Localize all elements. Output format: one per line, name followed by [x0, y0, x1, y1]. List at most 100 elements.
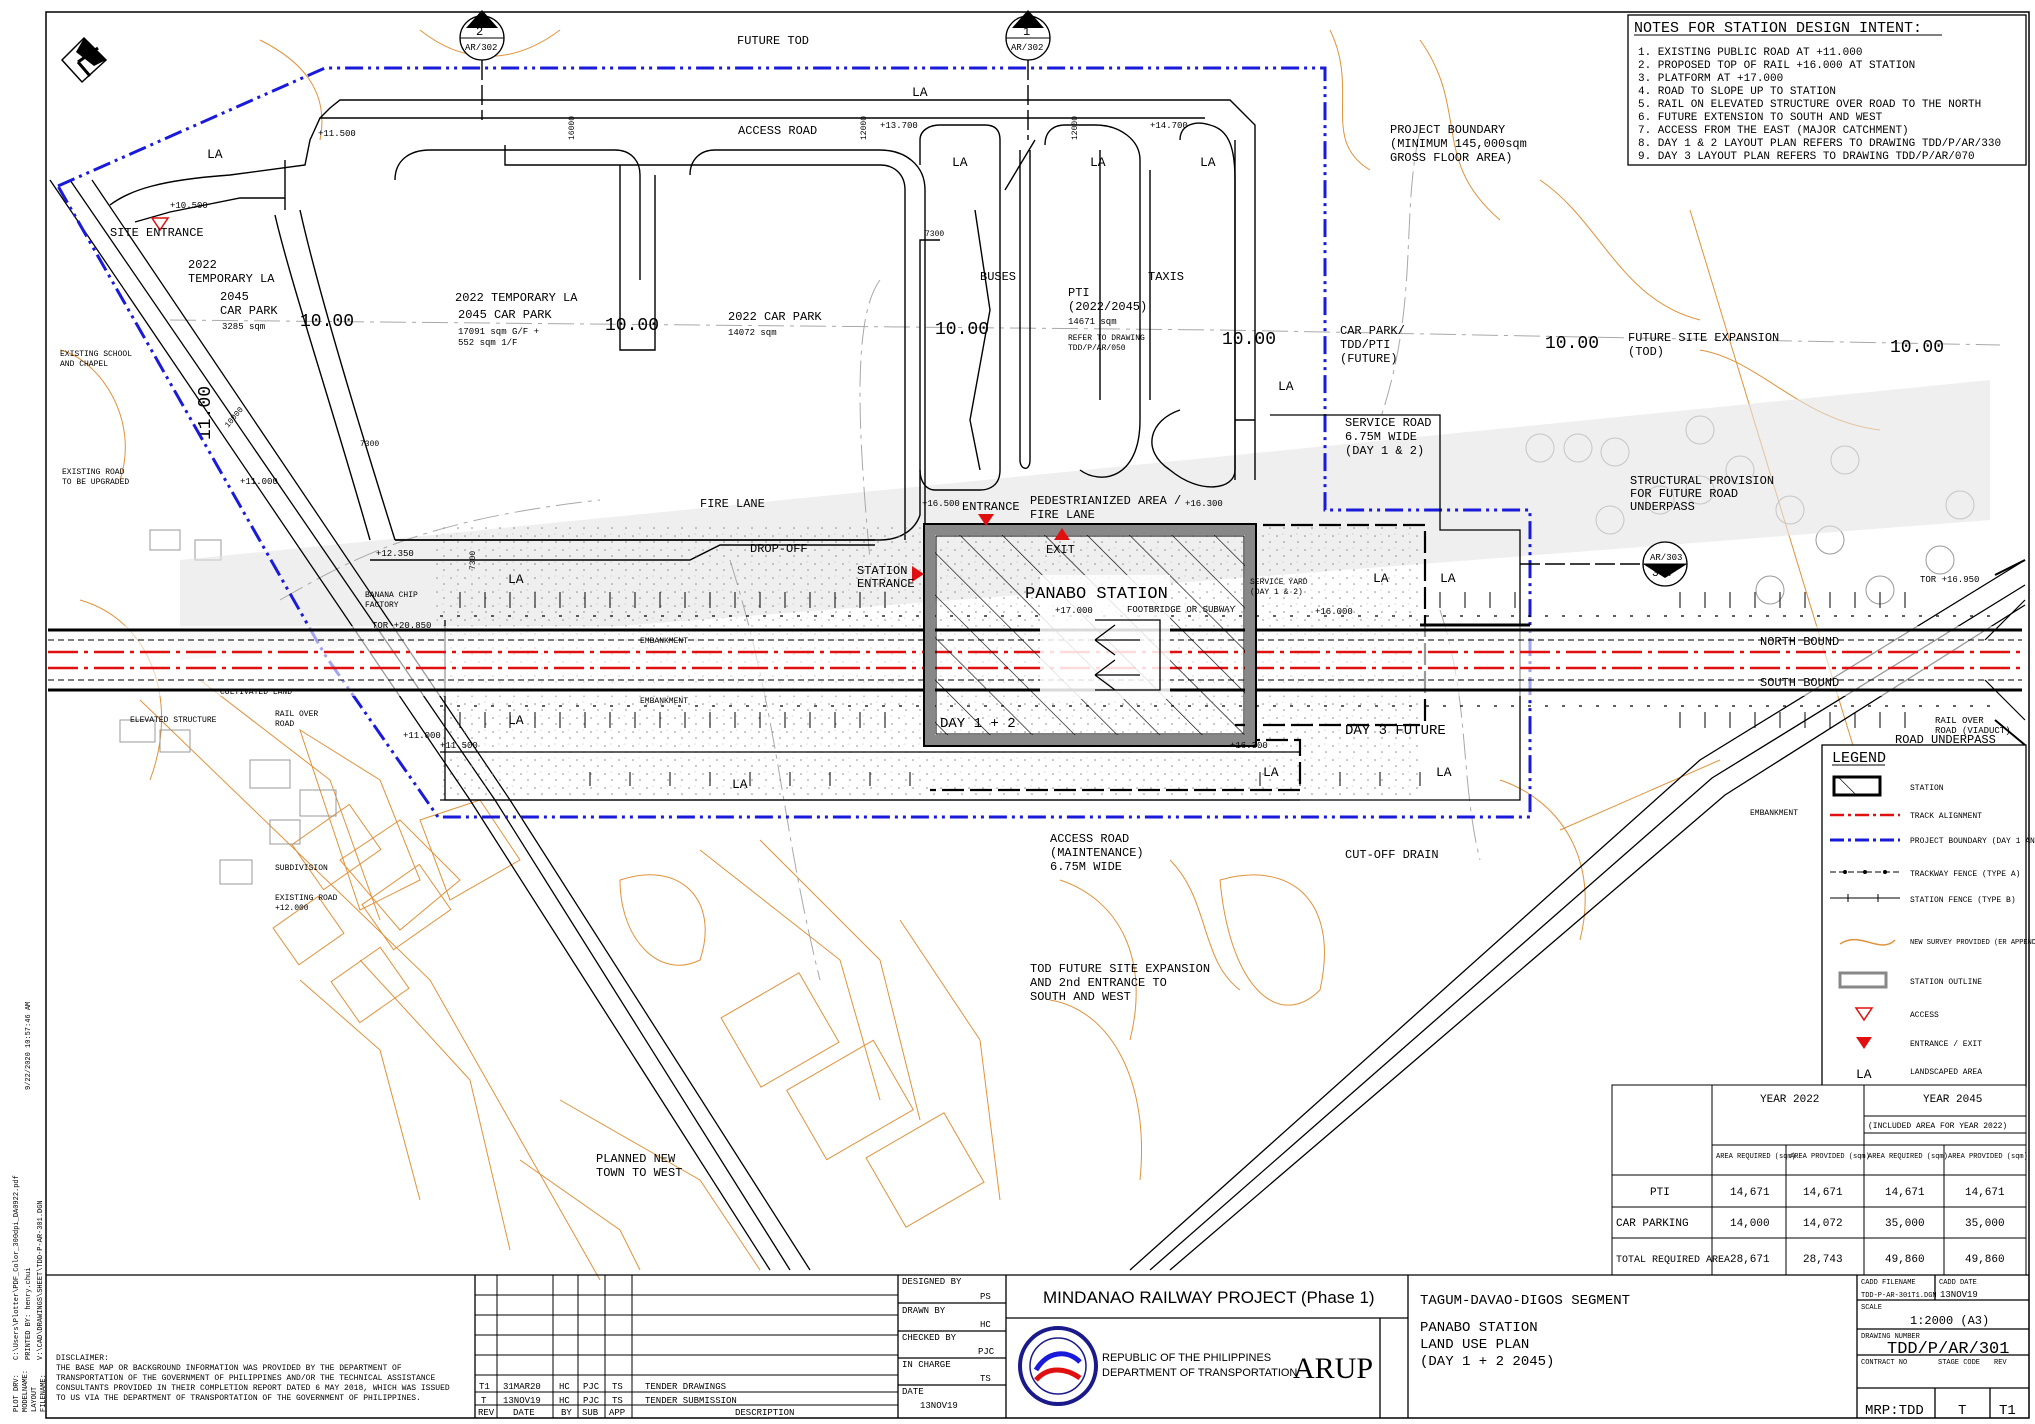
- rev-header: DATE: [513, 1408, 535, 1418]
- section-number: 1: [1023, 25, 1030, 39]
- car-park-2022-label: 2022 CAR PARK: [728, 310, 822, 324]
- structural-provision-label: UNDERPASS: [1630, 500, 1695, 514]
- legend-fence-b-icon: [1830, 894, 1900, 902]
- station-entrance-label: STATION: [857, 564, 907, 578]
- project-boundary-label: GROSS FLOOR AREA): [1390, 151, 1512, 165]
- cadd-filename: TDD-P-AR-301T1.DGN: [1861, 1292, 1937, 1300]
- in-charge-label: IN CHARGE: [902, 1360, 951, 1370]
- embankment-label: EMBANKMENT: [1750, 809, 1798, 818]
- car-park-2022-label: 14072 sqm: [728, 328, 777, 338]
- section-ref: AR/302: [1011, 43, 1043, 53]
- rev-header: REV: [478, 1408, 495, 1418]
- scale-label: SCALE: [1861, 1304, 1882, 1312]
- structural-provision-label: STRUCTURAL PROVISION: [1630, 474, 1774, 488]
- rail-over-road-label: RAIL OVER: [275, 710, 318, 719]
- rev-cell: PJC: [583, 1382, 600, 1392]
- contour-label: 10.00: [1890, 338, 1944, 358]
- table-column-header: AREA PROVIDED (sqm): [1948, 1153, 2028, 1161]
- rev-cell: T: [481, 1396, 487, 1406]
- temp-la-2-label: 2022 TEMPORARY LA: [455, 291, 578, 305]
- project-boundary: [56, 66, 1532, 819]
- revision-table-text: T1 31MAR20 HC PJC TS TENDER DRAWINGS T 1…: [478, 1382, 794, 1418]
- tor-right-label: TOR +16.950: [1920, 575, 1979, 585]
- table-cell: 14,671: [1885, 1187, 1925, 1199]
- legend-item-label: STATION: [1910, 784, 1944, 793]
- cadd-date: 13NOV19: [1940, 1290, 1978, 1300]
- legend-item-label: NEW SURVEY PROVIDED (ER APPENDIX C) FOR …: [1910, 939, 2035, 947]
- rail-over-road-label: ROAD: [275, 720, 294, 729]
- stage-value: T: [1958, 1403, 1966, 1419]
- area-table-text: YEAR 2022 YEAR 2045 (INCLUDED AREA FOR Y…: [1616, 1094, 2028, 1266]
- legend-item-label: ENTRANCE / EXIT: [1910, 1040, 1982, 1049]
- la-label: LA: [1278, 379, 1294, 394]
- entrance-label: ENTRANCE: [962, 500, 1020, 514]
- access-road-maint-label: 6.75M WIDE: [1050, 860, 1122, 874]
- table-header: YEAR 2022: [1760, 1094, 1819, 1106]
- cut-off-drain-label: CUT-OFF DRAIN: [1345, 848, 1439, 862]
- access-road-maint-label: (MAINTENANCE): [1050, 846, 1144, 860]
- table-cell: 35,000: [1885, 1218, 1925, 1230]
- temp-la-label: 3285 sqm: [222, 322, 265, 332]
- taxis-label: TAXIS: [1148, 270, 1184, 284]
- embankment-label: EMBANKMENT: [640, 697, 688, 706]
- table-cell: 14,671: [1803, 1187, 1843, 1199]
- la-label: LA: [1436, 765, 1452, 780]
- dimension-label: 7300: [360, 440, 379, 449]
- legend-station-outline-icon: [1838, 971, 1888, 989]
- notes-list: 1. EXISTING PUBLIC ROAD AT +11.000 2. PR…: [1638, 47, 2001, 163]
- contour-label: 10.00: [300, 312, 354, 332]
- notes-box: [1627, 14, 2027, 166]
- plot-info-label: FILENAME:: [40, 1374, 48, 1412]
- existing-road-upgraded-label: TO BE UPGRADED: [62, 478, 129, 487]
- signoff-block: DESIGNED BY PS DRAWN BY HC CHECKED BY PJ…: [902, 1277, 995, 1411]
- temp-la-label: 2045: [220, 290, 249, 304]
- la-label: LA: [1440, 571, 1456, 586]
- table-cell: 14,072: [1803, 1218, 1843, 1230]
- drawing-title-line: PANABO STATION: [1420, 1320, 1538, 1336]
- title-block-frame: [46, 1274, 2029, 1418]
- drawn-by-label: DRAWN BY: [902, 1306, 946, 1316]
- temp-la-2-label: 17091 sqm G/F +: [458, 327, 539, 337]
- contract-value: MRP:TDD: [1865, 1403, 1924, 1419]
- landscaped-area-labels: LA LA LA LA LA LA LA LA LA LA LA LA LA: [207, 85, 1456, 792]
- rail-over-road-viaduct-label: ROAD (VIADUCT): [1935, 726, 2011, 736]
- pti-label: PTI: [1068, 286, 1090, 300]
- service-yard-label: (DAY 1 & 2): [1250, 588, 1303, 597]
- scale-value: 1:2000 (A3): [1910, 1314, 1989, 1328]
- segment-title: TAGUM-DAVAO-DIGOS SEGMENT: [1420, 1293, 1630, 1309]
- note-item: 7. ACCESS FROM THE EAST (MAJOR CATCHMENT…: [1638, 125, 1909, 137]
- rev-cell: TENDER SUBMISSION: [645, 1396, 737, 1406]
- survey-background: [59, 29, 1901, 1281]
- car-park-future-label: TDD/PTI: [1340, 338, 1390, 352]
- rev-value: T1: [1999, 1403, 2016, 1419]
- disclaimer-line: THE BASE MAP OR BACKGROUND INFORMATION W…: [56, 1364, 402, 1373]
- table-column-header: AREA PROVIDED (sqm): [1790, 1153, 1870, 1161]
- section-number: 2: [476, 25, 483, 39]
- level-label: +14.700: [1150, 121, 1188, 131]
- platform-level: +17.000: [1055, 606, 1093, 616]
- station-entrance-label: ENTRANCE: [857, 577, 915, 591]
- existing-road-label: +12.000: [275, 904, 309, 913]
- disclaimer-line: TRANSPORTATION OF THE GOVERNMENT OF PHIL…: [56, 1374, 435, 1383]
- site-entrance-access-marker: [150, 217, 170, 232]
- rev-cell: HC: [559, 1396, 570, 1406]
- buses-label: BUSES: [980, 270, 1016, 284]
- level-label: +12.350: [376, 549, 414, 559]
- rev-cell: TENDER DRAWINGS: [645, 1382, 726, 1392]
- legend-survey-icon: [1839, 938, 1896, 946]
- plot-info-value: PRINTED BY: henry.chui: [25, 1268, 33, 1360]
- temp-la-label: TEMPORARY LA: [188, 272, 275, 286]
- rev-cell: TS: [612, 1396, 623, 1406]
- plot-info-label: LAYOUT: [31, 1387, 39, 1412]
- legend-item-label: ACCESS: [1910, 1011, 1939, 1020]
- pti-area: [919, 122, 1236, 491]
- temp-la-2-label: 552 sqm 1/F: [458, 338, 517, 348]
- level-label: +16.300: [1185, 499, 1223, 509]
- embankment-label: EMBANKMENT: [640, 637, 688, 646]
- level-label: +11.500: [440, 741, 478, 751]
- note-item: 2. PROPOSED TOP OF RAIL +16.000 AT STATI…: [1638, 60, 1915, 72]
- existing-school-label: EXISTING SCHOOL: [60, 350, 132, 359]
- fire-lane-label: FIRE LANE: [700, 497, 765, 511]
- arup-logo: ARUP: [1293, 1352, 1373, 1385]
